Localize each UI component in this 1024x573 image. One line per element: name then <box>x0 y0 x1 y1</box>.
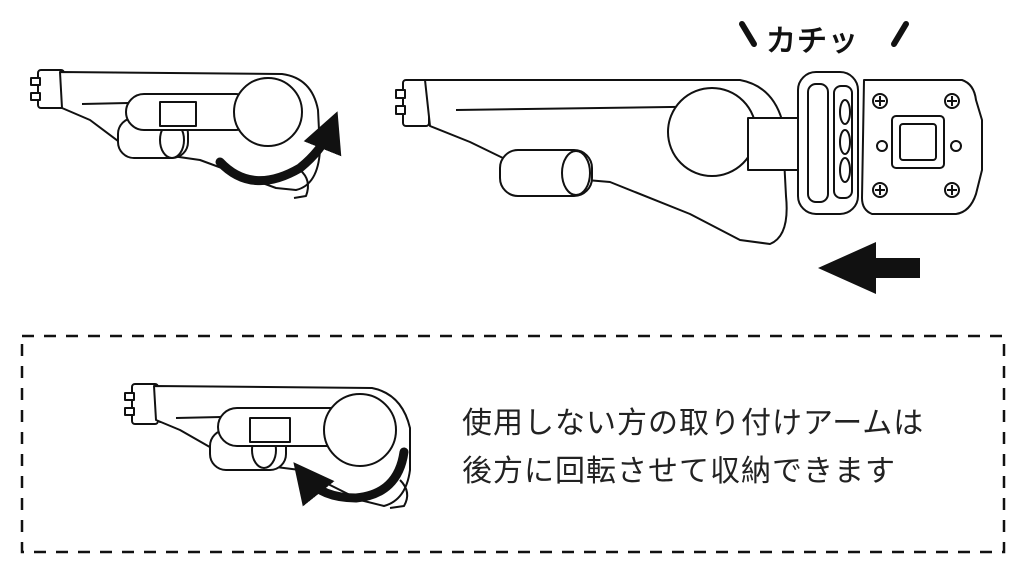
arm-stowed <box>124 383 411 509</box>
caption-line-1: 使用しない方の取り付けアームは <box>462 406 925 441</box>
rotate-arrow-icon-back <box>293 447 409 507</box>
push-arrow-icon <box>818 242 920 294</box>
info-box <box>20 334 1006 554</box>
stow-instruction: 使用しない方の取り付けアームは 後方に回転させて収納できます <box>462 400 982 496</box>
click-mark-icon <box>739 21 909 47</box>
arm-top-right <box>395 71 983 245</box>
click-sound-label: カチッ <box>766 24 859 59</box>
screw-icon <box>872 93 960 198</box>
arm-top-left <box>30 69 321 199</box>
rotate-arrow-icon <box>215 111 342 185</box>
caption-line-2: 後方に回転させて収納できます <box>462 454 896 489</box>
